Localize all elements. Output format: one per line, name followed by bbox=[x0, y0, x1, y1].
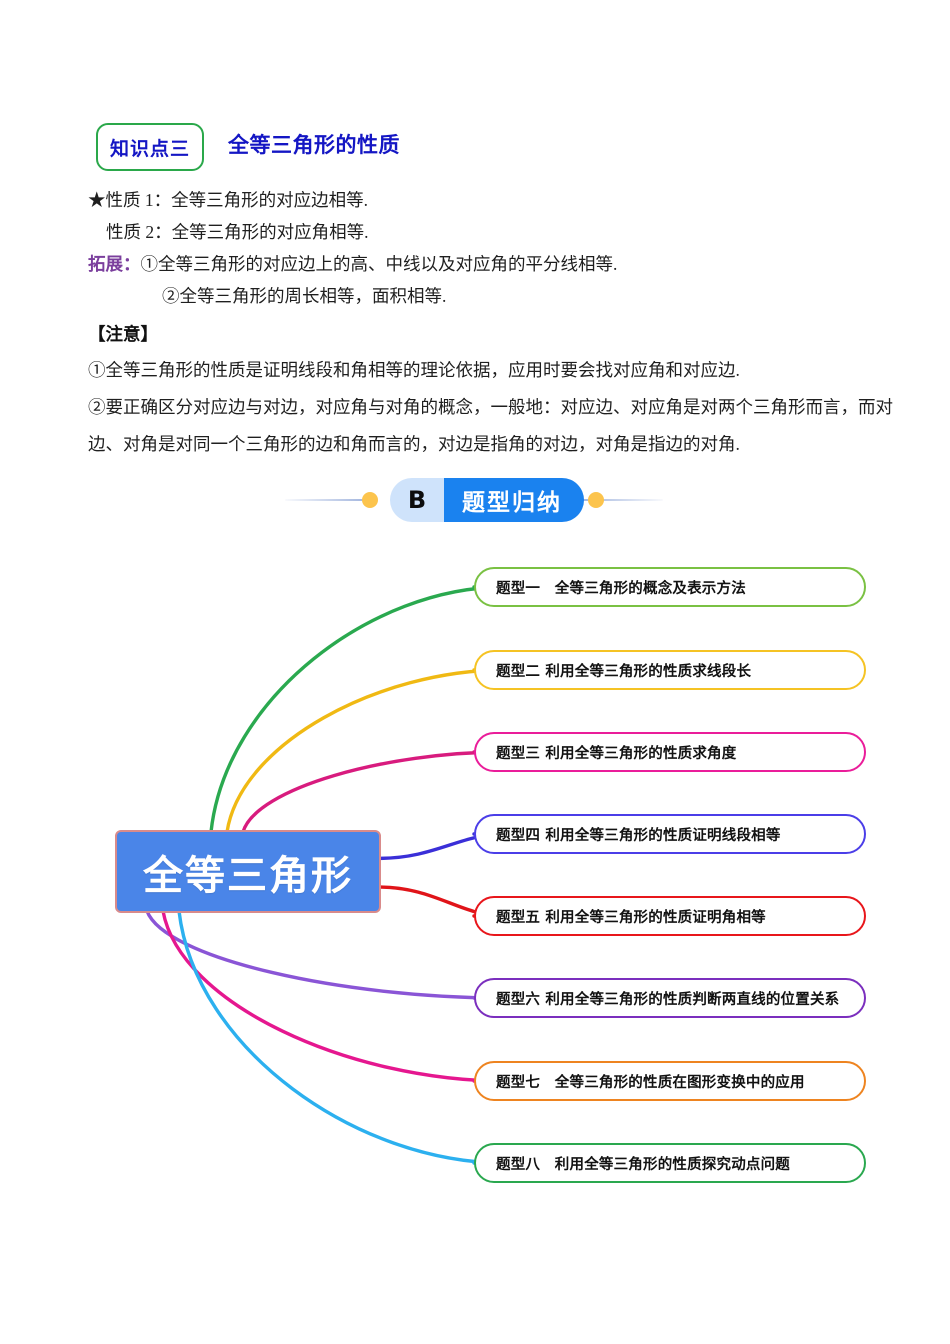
banner-rule-right bbox=[578, 499, 663, 501]
mindmap-node-label: 题型一 全等三角形的概念及表示方法 bbox=[496, 580, 746, 597]
notice-heading: 【注意】 bbox=[88, 325, 158, 345]
extension-line-1: 拓展：①全等三角形的对应边上的高、中线以及对应角的平分线相等. bbox=[88, 248, 878, 280]
page-title: 全等三角形的性质 bbox=[228, 133, 400, 157]
mindmap-node-5[interactable]: 题型五 利用全等三角形的性质证明角相等 bbox=[474, 896, 866, 936]
banner-letter: B bbox=[390, 478, 444, 522]
mindmap-connector-2 bbox=[225, 668, 505, 834]
mindmap-connector-1 bbox=[209, 585, 505, 834]
banner-rule-left bbox=[285, 499, 370, 501]
knowledge-point-badge-label: 知识点三 bbox=[109, 138, 190, 160]
mindmap-connector-6 bbox=[145, 909, 505, 1000]
mindmap-connector-3 bbox=[241, 750, 505, 834]
knowledge-point-header: 知识点三 全等三角形的性质 bbox=[88, 118, 888, 178]
mindmap-node-label: 题型六 利用全等三角形的性质判断两直线的位置关系 bbox=[496, 991, 840, 1008]
notice-line-3: 边、对角是对同一个三角形的边和角而言的，对边是指角的对边，对角是指边的对角. bbox=[88, 434, 740, 454]
knowledge-point-badge: 知识点三 bbox=[96, 123, 204, 171]
mindmap-center-label: 全等三角形 bbox=[143, 852, 353, 899]
extension-line-2: ②全等三角形的周长相等，面积相等. bbox=[162, 286, 447, 306]
content-text-block: ★性质 1：全等三角形的对应边相等. 性质 2：全等三角形的对应角相等. 拓展：… bbox=[88, 184, 893, 463]
mindmap-connector-8 bbox=[177, 909, 505, 1165]
mindmap-node-8[interactable]: 题型八 利用全等三角形的性质探究动点问题 bbox=[474, 1143, 866, 1183]
mindmap-node-label: 题型八 利用全等三角形的性质探究动点问题 bbox=[496, 1156, 790, 1173]
banner-label: 题型归纳 bbox=[444, 478, 584, 522]
extension-item-1: ①全等三角形的对应边上的高、中线以及对应角的平分线相等. bbox=[140, 254, 618, 274]
mindmap-node-label: 题型五 利用全等三角形的性质证明角相等 bbox=[496, 909, 766, 926]
notice-line-1: ①全等三角形的性质是证明线段和角相等的理论依据，应用时要会找对应角和对应边. bbox=[88, 360, 740, 380]
mindmap-node-7[interactable]: 题型七 全等三角形的性质在图形变换中的应用 bbox=[474, 1061, 866, 1101]
mindmap-node-label: 题型七 全等三角形的性质在图形变换中的应用 bbox=[496, 1074, 805, 1091]
section-banner: B 题型归纳 bbox=[0, 473, 950, 527]
banner-dot-right-icon bbox=[588, 492, 604, 508]
banner-pill: B 题型归纳 bbox=[390, 478, 584, 522]
mindmap-node-6[interactable]: 题型六 利用全等三角形的性质判断两直线的位置关系 bbox=[474, 978, 866, 1018]
mindmap-center-node: 全等三角形 bbox=[115, 830, 381, 913]
mindmap-node-4[interactable]: 题型四 利用全等三角形的性质证明线段相等 bbox=[474, 814, 866, 854]
mindmap-node-2[interactable]: 题型二 利用全等三角形的性质求线段长 bbox=[474, 650, 866, 690]
mindmap-node-label: 题型二 利用全等三角形的性质求线段长 bbox=[496, 663, 752, 680]
extension-label: 拓展： bbox=[88, 254, 141, 274]
property-line-1: ★性质 1：全等三角形的对应边相等. bbox=[88, 190, 368, 210]
mindmap: 全等三角形 题型一 全等三角形的概念及表示方法题型二 利用全等三角形的性质求线段… bbox=[0, 545, 950, 1205]
mindmap-node-label: 题型四 利用全等三角形的性质证明线段相等 bbox=[496, 827, 781, 844]
mindmap-node-label: 题型三 利用全等三角形的性质求角度 bbox=[496, 745, 737, 762]
property-line-2: 性质 2：全等三角形的对应角相等. bbox=[106, 222, 369, 242]
mindmap-node-3[interactable]: 题型三 利用全等三角形的性质求角度 bbox=[474, 732, 866, 772]
mindmap-node-1[interactable]: 题型一 全等三角形的概念及表示方法 bbox=[474, 567, 866, 607]
mindmap-connector-7 bbox=[161, 909, 505, 1083]
notice-line-2: ②要正确区分对应边与对边，对应角与对角的概念，一般地：对应边、对应角是对两个三角… bbox=[88, 397, 893, 417]
banner-dot-left-icon bbox=[362, 492, 378, 508]
